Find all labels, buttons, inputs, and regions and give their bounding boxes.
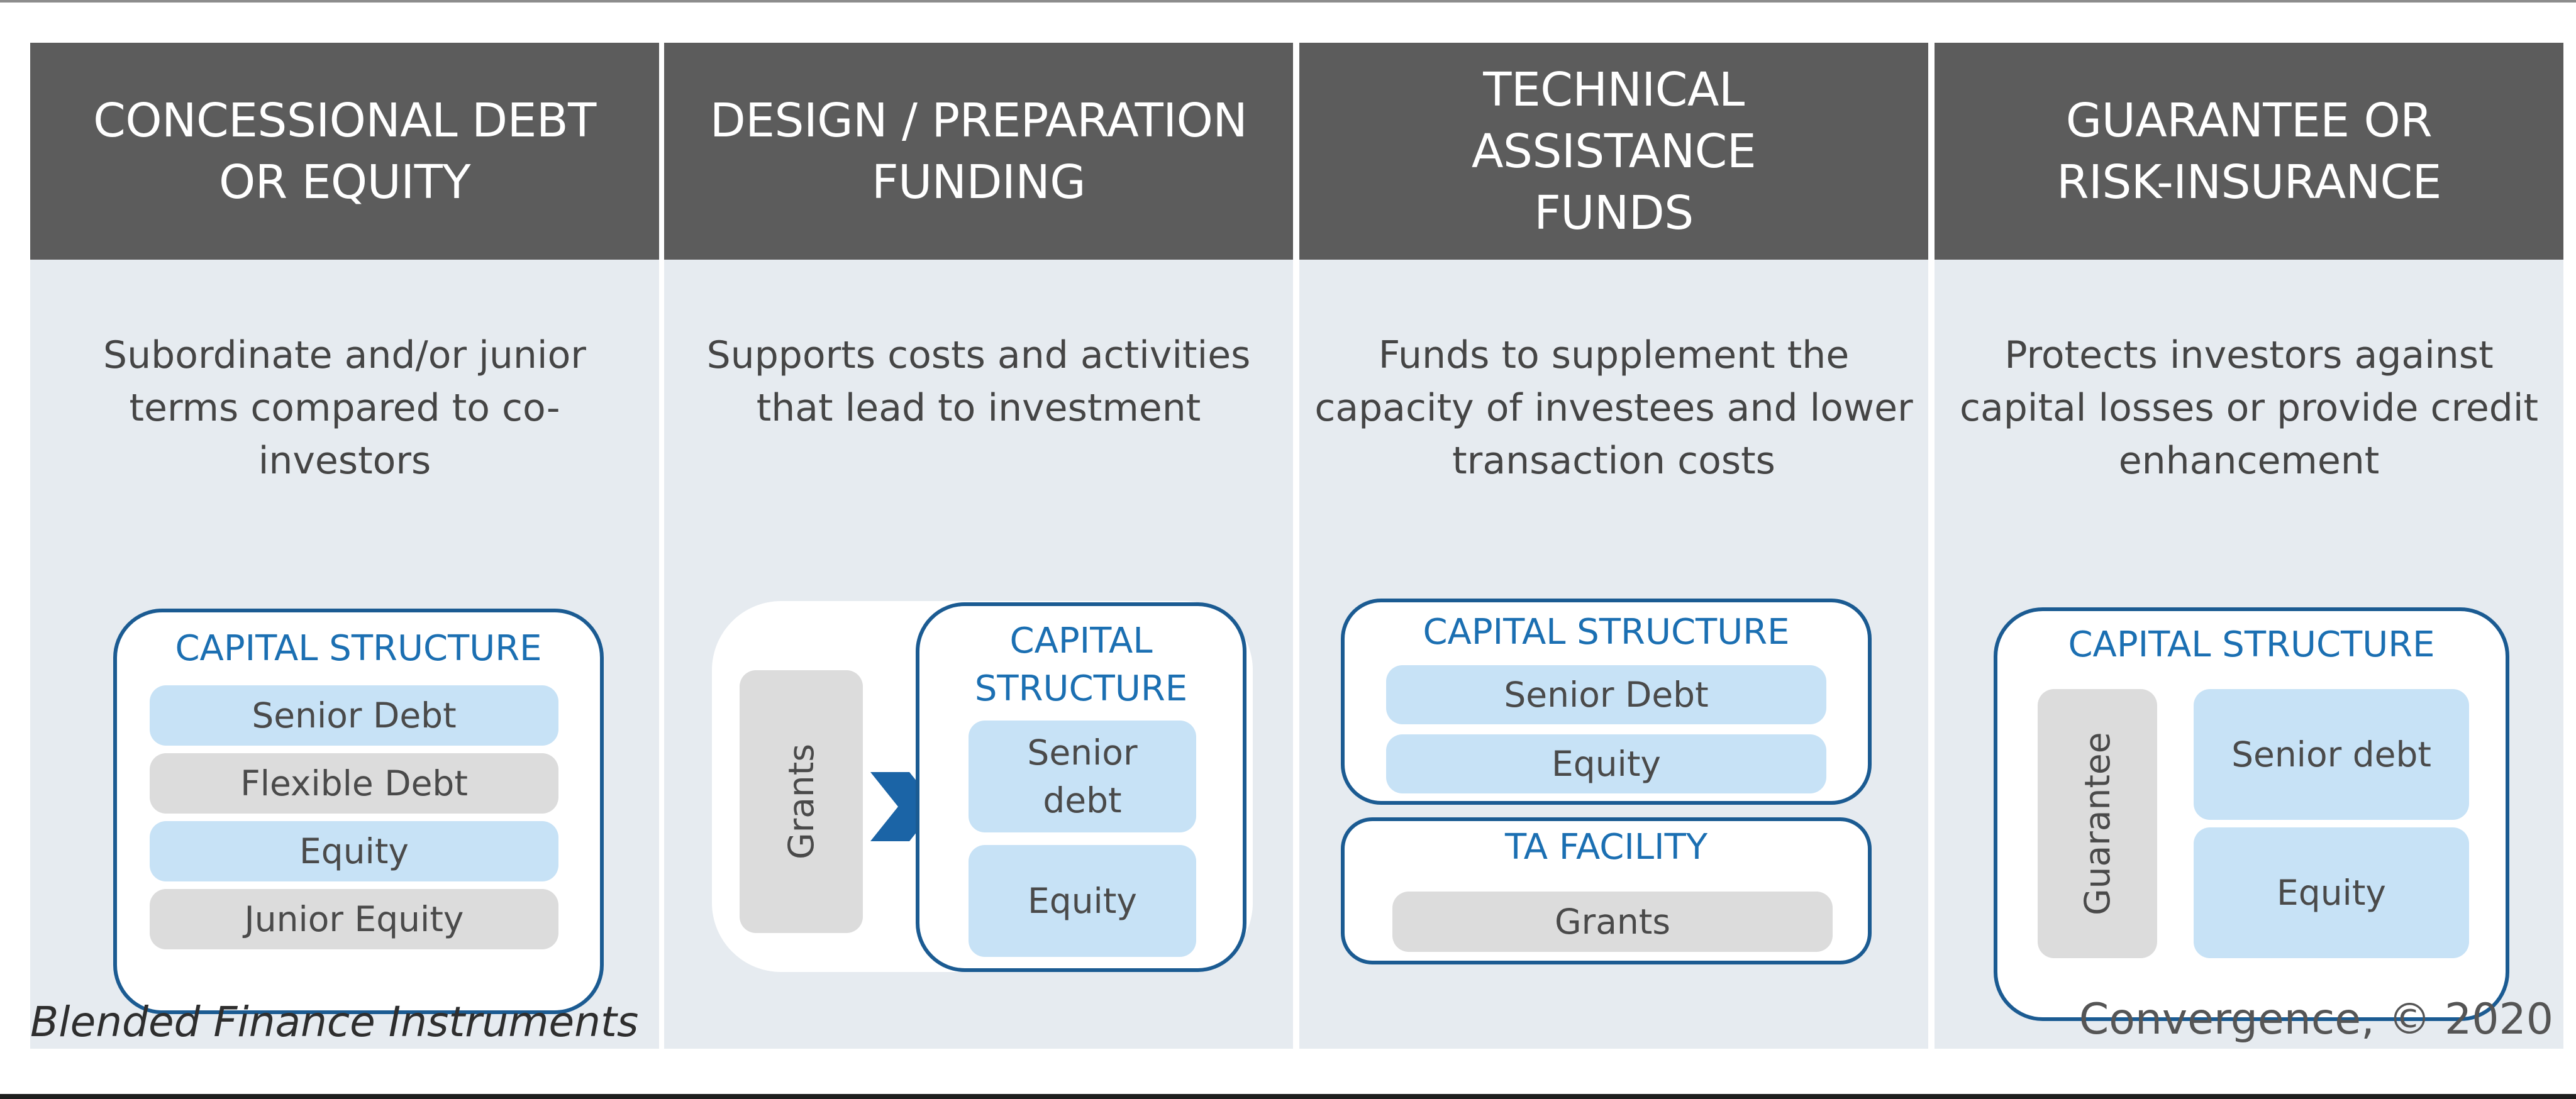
column-description: Supports costs and activities that lead … bbox=[677, 329, 1280, 434]
description-line: terms compared to co- bbox=[129, 386, 560, 430]
column-title-line: TECHNICAL bbox=[1483, 62, 1745, 117]
column-description: Funds to supplement the capacity of inve… bbox=[1312, 329, 1916, 487]
bar-equity: Equity bbox=[2194, 827, 2469, 958]
funding-panel: Grants CAPITAL STRUCTURE Senior debt Equ… bbox=[712, 601, 1253, 972]
column-concessional: CONCESSIONAL DEBT OR EQUITY Subordinate … bbox=[30, 43, 659, 1049]
column-title-line: RISK-INSURANCE bbox=[2057, 155, 2441, 209]
ta-facility-box: TA FACILITY Grants bbox=[1341, 817, 1872, 964]
bar-senior-debt: Senior Debt bbox=[150, 685, 558, 746]
column-title-line: FUNDING bbox=[871, 155, 1086, 209]
description-line: investors bbox=[258, 439, 431, 483]
capital-structure-box: CAPITAL STRUCTURE Senior debt Equity bbox=[916, 602, 1246, 972]
figure-caption: Blended Finance Instruments bbox=[30, 998, 639, 1046]
bar-equity: Equity bbox=[1386, 734, 1826, 793]
column-description: Subordinate and/or junior terms compared… bbox=[43, 329, 647, 487]
bar-senior-debt: Senior debt bbox=[2194, 689, 2469, 820]
capital-structure-title: CAPITAL STRUCTURE bbox=[2068, 624, 2435, 665]
column-title-line: GUARANTEE OR bbox=[2065, 93, 2433, 148]
bar-label-line: Senior bbox=[1027, 732, 1138, 773]
description-line: Subordinate and/or junior bbox=[103, 333, 586, 377]
description-line: Supports costs and activities bbox=[706, 333, 1251, 377]
column-design-preparation: DESIGN / PREPARATION FUNDING Supports co… bbox=[664, 43, 1293, 1049]
bar-equity: Equity bbox=[969, 845, 1196, 957]
bar-grants: Grants bbox=[1392, 892, 1833, 952]
column-title-line: ASSISTANCE bbox=[1471, 124, 1757, 179]
column-header: CONCESSIONAL DEBT OR EQUITY bbox=[30, 43, 659, 260]
description-line: capital losses or provide credit bbox=[1959, 386, 2539, 430]
column-title-line: CONCESSIONAL DEBT bbox=[93, 93, 596, 148]
bar-equity: Equity bbox=[150, 821, 558, 881]
capital-structure-box: CAPITAL STRUCTURE Guarantee Senior debt … bbox=[1994, 607, 2509, 1021]
capital-structure-box: CAPITAL STRUCTURE Senior Debt Flexible D… bbox=[113, 609, 604, 1014]
ta-facility-title: TA FACILITY bbox=[1504, 827, 1708, 868]
description-line: Funds to supplement the bbox=[1378, 333, 1850, 377]
column-guarantee: GUARANTEE OR RISK-INSURANCE Protects inv… bbox=[1935, 43, 2563, 1049]
column-header: GUARANTEE OR RISK-INSURANCE bbox=[1935, 43, 2563, 260]
column-header: DESIGN / PREPARATION FUNDING bbox=[664, 43, 1293, 260]
description-line: transaction costs bbox=[1452, 439, 1775, 483]
copyright-credit: Convergence, © 2020 bbox=[2079, 995, 2553, 1044]
bar-junior-equity: Junior Equity bbox=[150, 889, 558, 949]
column-technical-assistance: TECHNICAL ASSISTANCE FUNDS Funds to supp… bbox=[1299, 43, 1928, 1049]
description-line: enhancement bbox=[2118, 439, 2380, 483]
description-line: capacity of investees and lower bbox=[1314, 386, 1913, 430]
grants-bar: Grants bbox=[740, 670, 863, 933]
capital-structure-box: CAPITAL STRUCTURE Senior Debt Equity bbox=[1341, 599, 1872, 805]
column-description: Protects investors against capital losse… bbox=[1947, 329, 2551, 487]
column-header: TECHNICAL ASSISTANCE FUNDS bbox=[1299, 43, 1928, 260]
column-title-line: FUNDS bbox=[1534, 185, 1694, 240]
description-line: Protects investors against bbox=[2004, 333, 2494, 377]
capital-structure-title: CAPITAL STRUCTURE bbox=[919, 617, 1243, 713]
description-line: that lead to investment bbox=[756, 386, 1201, 430]
box-title-line: CAPITAL bbox=[1009, 621, 1153, 661]
bar-senior-debt: Senior debt bbox=[969, 721, 1196, 832]
guarantee-bar: Guarantee bbox=[2038, 689, 2157, 958]
column-title-line: OR EQUITY bbox=[218, 155, 471, 209]
capital-structure-title: CAPITAL STRUCTURE bbox=[175, 628, 542, 669]
bar-senior-debt: Senior Debt bbox=[1386, 665, 1826, 724]
capital-structure-title: CAPITAL STRUCTURE bbox=[1423, 612, 1790, 653]
bottom-rule bbox=[0, 1094, 2576, 1099]
bar-label-line: debt bbox=[1043, 780, 1122, 820]
column-title-line: DESIGN / PREPARATION bbox=[709, 93, 1248, 148]
top-rule bbox=[0, 0, 2576, 3]
bar-flexible-debt: Flexible Debt bbox=[150, 753, 558, 814]
box-title-line: STRUCTURE bbox=[974, 668, 1188, 709]
